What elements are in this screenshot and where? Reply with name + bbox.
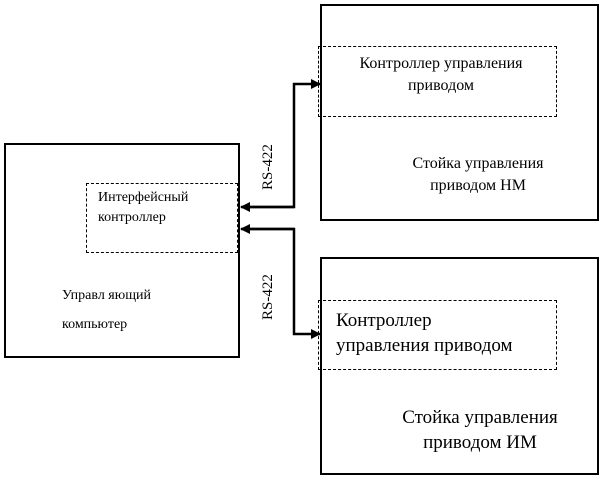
control-computer-box — [4, 143, 240, 358]
rack-nm-controller-label-line2: приводом — [407, 77, 475, 94]
control-computer-label-line1: Управл яющий — [62, 288, 151, 303]
control-computer-label-line2: компьютер — [62, 317, 128, 332]
interface-controller-label-line1: Интерфейсный — [98, 190, 189, 205]
rack-im-label-line2: приводом ИМ — [423, 432, 537, 453]
rack-im-controller-label-line2: управления приводом — [336, 335, 513, 356]
rs422-label-top: RS-422 — [260, 144, 276, 190]
rs422-label-bottom: RS-422 — [260, 274, 276, 320]
rack-nm-label-line1: Стойка управления — [412, 155, 544, 172]
rack-im-controller-label-line1: Контроллер — [336, 310, 432, 331]
interface-controller-box — [86, 183, 238, 253]
interface-controller-label-line2: контроллер — [98, 210, 166, 225]
rack-nm-label-line2: приводом НМ — [430, 177, 526, 194]
rack-nm-controller-label-line1: Контроллер управления — [359, 55, 523, 72]
rack-nm-box — [320, 4, 599, 221]
rack-im-label-line1: Стойка управления — [402, 407, 558, 428]
rack-im-box — [320, 257, 599, 475]
